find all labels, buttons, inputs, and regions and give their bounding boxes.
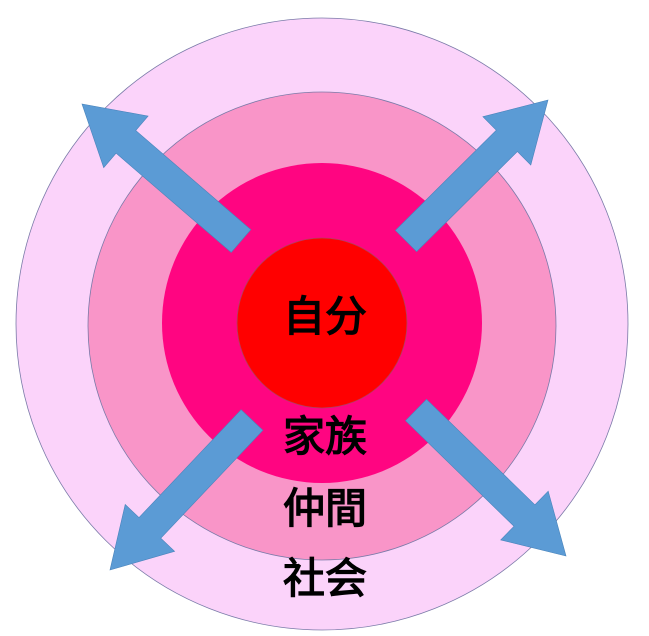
arrow-up-right-icon [394,99,549,253]
arrow-up-left-icon [81,103,252,253]
arrow-down-right-icon [405,398,567,557]
family-label: 家族 [282,412,367,461]
society-label: 社会 [282,554,367,603]
friends-label: 仲間 [282,484,367,533]
self-circle [236,237,408,409]
arrow-down-left-icon [109,409,264,571]
self-label: 自分 [282,292,367,341]
